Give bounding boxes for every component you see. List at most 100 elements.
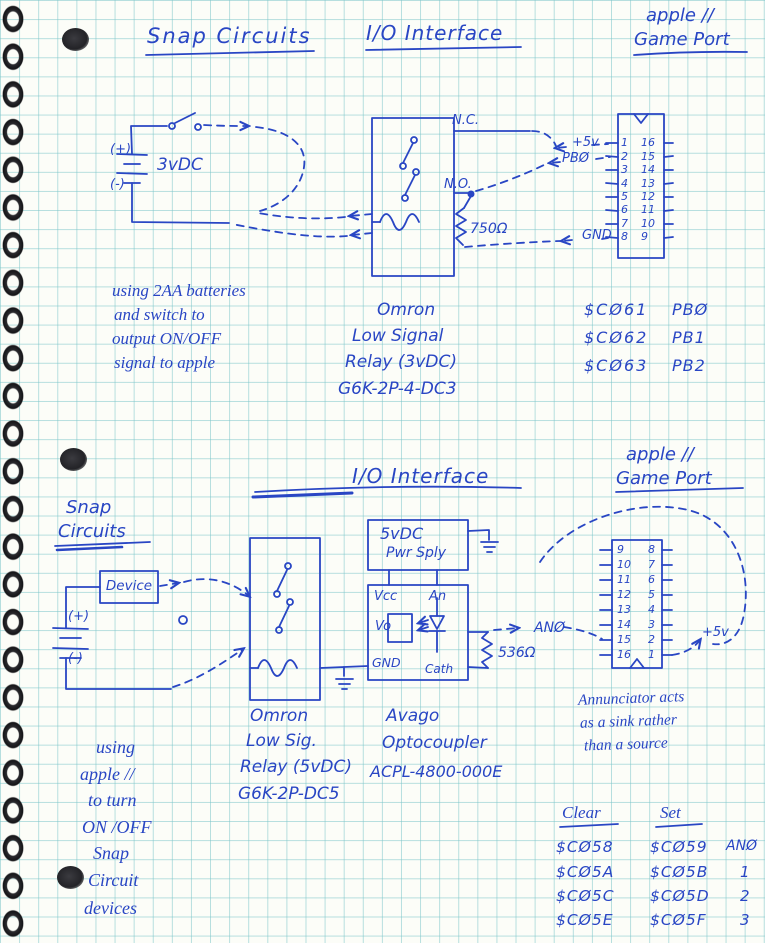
resistor-750-label: 750Ω [470,221,508,237]
pin-label: 14 [641,163,655,176]
softswitch-bit: PB2 [672,356,706,375]
table-cell-clear: $CØ5C [556,887,615,905]
pin-label: 15 [641,150,655,163]
table-cell-an: ANØ [726,838,758,854]
table-header-set: Set [660,803,681,822]
pb0-label-top: PBØ [562,151,589,166]
spiral-binding [0,0,36,943]
usage-note-line: Circuit [88,870,139,890]
opto-vo-label: Vo [375,619,392,634]
usage-note-line: to turn [88,790,137,810]
annunciator-note-line: than a source [583,734,669,755]
title-apple-bottom-line1: apple // [626,444,694,465]
title-io-interface-bottom: I/O Interface [352,464,490,488]
pin-label: 8 [621,230,628,243]
relay-note-line: Relay (3vDC) [345,352,457,372]
title-snap-circuits-top: Snap Circuits [147,24,312,48]
punched-hole [62,28,89,51]
pin-label: 12 [617,588,631,601]
relay-box-bottom [249,537,354,701]
title-io-interface-top: I/O Interface [366,21,504,45]
relay-note-line: Low Signal [352,326,444,346]
pin-label: 7 [621,217,628,230]
pin-label: 13 [617,603,631,616]
pin-label: 11 [641,203,655,216]
opto-note-line: ACPL-4800-000E [370,762,503,781]
battery-note-line: and switch to [114,305,205,324]
pin-label: 2 [621,150,628,163]
nc-label: N.C. [452,113,480,128]
pin-label: 16 [617,648,631,661]
game-port-connector-top [605,113,674,259]
gnd-label-top: GND [582,228,612,243]
scribble-mark [178,615,188,625]
battery-plus-label-top: (+) [110,142,132,157]
relay-note-line: Omron [250,706,309,726]
no-label: N.O. [444,177,472,192]
device-label: Device [105,578,153,594]
dashed-wires-bottom-right [493,505,747,656]
pin-label: 6 [648,573,655,586]
annunciator-note-line: Annunciator acts [577,688,685,709]
pin-label: 4 [621,177,628,190]
softswitch-addr: $CØ61 [584,300,649,319]
power-supply-box [367,519,499,586]
relay-note-line: Low Sig. [246,731,317,751]
pin-label: 10 [641,217,655,230]
dashed-wires-bottom-left [159,578,249,688]
pin-label: 8 [648,543,655,556]
switch-symbol-top [168,112,202,131]
table-cell-set: $CØ5B [650,863,709,881]
dashed-wires-top-left [203,125,373,237]
annunciator-note-line: as a sink rather [579,711,678,732]
pin-label: 7 [648,558,655,571]
opto-vcc-label: Vcc [374,589,398,604]
title-apple-top-line1: apple // [646,5,714,26]
title-snap-bottom-line1: Snap [66,497,112,518]
pin-label: 6 [621,203,628,216]
pin-label: 12 [641,190,655,203]
battery-note-line: output ON/OFF [112,329,222,348]
battery-note-line: signal to apple [114,353,216,372]
softswitch-bit: PB1 [672,328,706,347]
resistor-symbol-536 [467,631,493,669]
pin-label: 3 [648,618,655,631]
pin-label: 9 [617,543,624,556]
table-cell-an: 1 [740,863,750,881]
pin-label: 9 [641,230,648,243]
softswitch-bit: PBØ [672,300,709,319]
game-port-connector-bottom [599,539,673,669]
pin-label: 5 [621,190,628,203]
battery-minus-label-bottom: (-) [68,651,83,666]
opto-note-line: Optocoupler [382,733,487,753]
table-cell-set: $CØ5F [650,911,707,929]
opto-an-label: An [429,589,447,604]
title-snap-bottom-line2: Circuits [58,521,126,542]
pin-label: 1 [621,136,628,149]
battery-minus-label-top: (-) [110,177,125,192]
pin-label: 4 [648,603,655,616]
usage-note-line: using [96,737,136,757]
pin-label: 11 [617,573,631,586]
battery-plus-label-bottom: (+) [68,609,90,624]
plus5v-label-top: +5v [572,135,599,150]
pin-label: 3 [621,163,628,176]
opto-note-line: Avago [386,706,440,726]
plus5v-label-bottom: +5v [702,625,729,640]
resistor-536-label: 536Ω [498,645,536,661]
table-header-clear: Clear [562,803,601,822]
battery-note-line: using 2AA batteries [112,281,246,300]
title-apple-top-line2: Game Port [634,29,730,50]
usage-note-line: ON /OFF [82,817,152,837]
usage-note-line: Snap [93,843,129,863]
pin-label: 1 [648,648,655,661]
battery-voltage-label-top: 3vDC [157,155,203,175]
relay-note-line: G6K-2P-DC5 [238,784,340,804]
usage-note-line: devices [84,898,137,918]
pin-label: 16 [641,136,655,149]
power-supply-label-line2: Pwr Sply [386,545,447,561]
led-symbol [429,615,445,630]
title-apple-bottom-line2: Game Port [616,468,712,489]
